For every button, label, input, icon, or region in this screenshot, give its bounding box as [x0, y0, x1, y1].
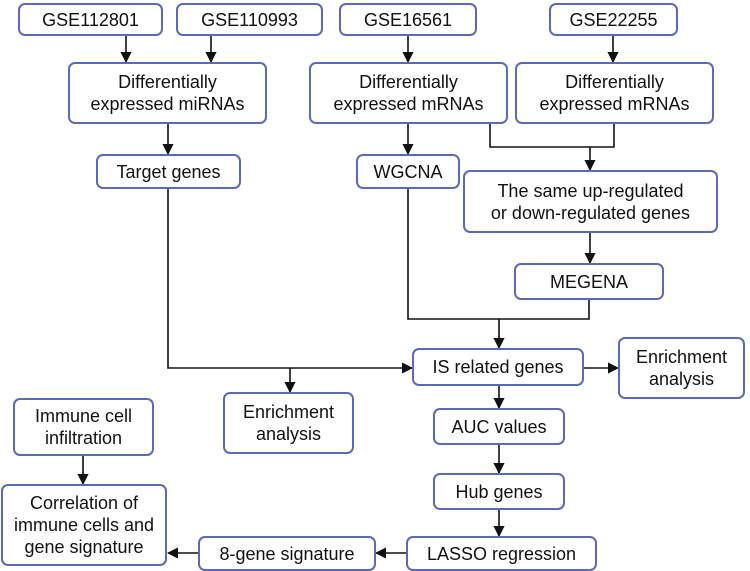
- immune-infiltration-line-2: infiltration: [44, 428, 123, 448]
- enrichment-analysis-right-box: Enrichment analysis: [618, 337, 745, 399]
- gene-signature-box: 8-gene signature: [198, 536, 376, 571]
- megena-box: MEGENA: [514, 263, 664, 300]
- immune-infiltration-box: Immune cell infiltration: [13, 398, 154, 456]
- megena-label: MEGENA: [549, 271, 628, 292]
- de-mrnas-1-line-1: Differentially: [359, 72, 458, 92]
- gse112801-box: GSE112801: [18, 3, 163, 36]
- enrichment-left-line-2: analysis: [255, 424, 322, 444]
- correlation-box: Correlation of immune cells and gene sig…: [1, 484, 167, 566]
- target-genes-label: Target genes: [116, 161, 221, 182]
- auc-values-box: AUC values: [433, 408, 565, 445]
- same-regulated-line-2: or down-regulated genes: [490, 202, 691, 223]
- de-mrnas-1-line-2: expressed mRNAs: [333, 94, 484, 114]
- auc-values-label: AUC values: [451, 416, 547, 437]
- immune-infiltration-line-1: Immune cell: [34, 406, 133, 426]
- same-regulated-box: The same up-regulated or down-regulated …: [463, 170, 718, 233]
- edge-target-genes-to-is-related: [167, 189, 414, 374]
- de-mrnas-box-2: Differentially expressed mRNAs: [515, 62, 714, 124]
- gse110993-box: GSE110993: [176, 3, 323, 36]
- same-regulated-line-1: The same up-regulated: [497, 180, 684, 201]
- gene-signature-label: 8-gene signature: [219, 543, 355, 564]
- wgcna-label: WGCNA: [373, 161, 443, 182]
- hub-genes-box: Hub genes: [433, 473, 565, 510]
- de-mirnas-line-2: expressed miRNAs: [90, 94, 245, 114]
- correlation-line-3: gene signature: [24, 537, 144, 557]
- is-related-genes-box: IS related genes: [412, 348, 584, 386]
- de-mrnas-box-1: Differentially expressed mRNAs: [309, 62, 508, 124]
- enrichment-right-line-1: Enrichment: [635, 347, 728, 367]
- target-genes-box: Target genes: [96, 154, 241, 189]
- enrichment-left-line-1: Enrichment: [242, 402, 335, 422]
- enrichment-right-line-2: analysis: [648, 369, 715, 389]
- gse112801-label: GSE112801: [42, 9, 139, 30]
- hub-genes-label: Hub genes: [455, 481, 543, 502]
- edge-wgcna-megena-merge-to-is-related: [407, 189, 590, 348]
- correlation-line-2: immune cells and: [13, 515, 155, 535]
- gse22255-label: GSE22255: [569, 9, 658, 30]
- de-mrnas-2-line-1: Differentially: [565, 72, 664, 92]
- gse16561-label: GSE16561: [363, 9, 453, 30]
- gse16561-box: GSE16561: [339, 3, 477, 36]
- de-mirnas-line-1: Differentially: [118, 72, 217, 92]
- is-related-genes-label: IS related genes: [432, 357, 564, 377]
- edge-de-mrnas-merge-to-same-regulated: [489, 124, 615, 170]
- de-mirnas-box: Differentially expressed miRNAs: [68, 62, 267, 124]
- enrichment-analysis-left-box: Enrichment analysis: [223, 392, 354, 454]
- lasso-regression-label: LASSO regression: [426, 543, 577, 564]
- gse22255-box: GSE22255: [549, 3, 678, 36]
- lasso-regression-box: LASSO regression: [406, 536, 597, 571]
- gse110993-label: GSE110993: [201, 9, 298, 30]
- correlation-line-1: Correlation of: [29, 493, 139, 513]
- de-mrnas-2-line-2: expressed mRNAs: [539, 94, 690, 114]
- wgcna-box: WGCNA: [356, 154, 460, 189]
